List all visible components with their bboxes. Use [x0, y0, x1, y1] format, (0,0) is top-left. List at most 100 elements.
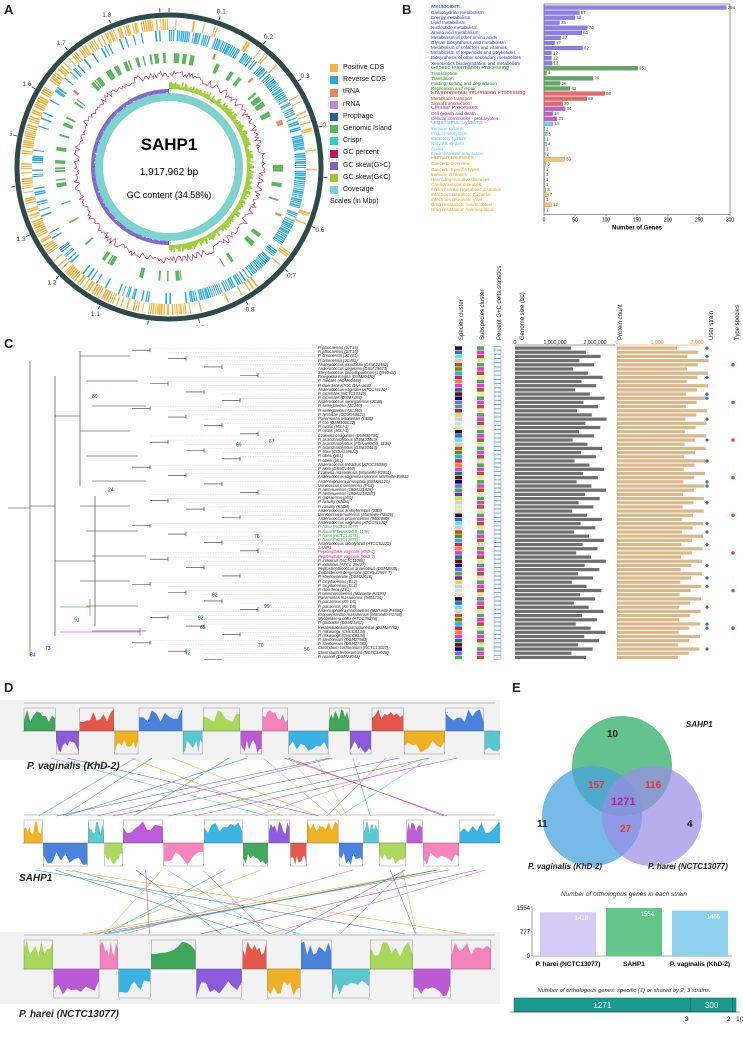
- genomic-island-feature: [123, 61, 131, 72]
- species-cluster-cell: [455, 634, 462, 639]
- gc-skew-bar: [109, 214, 114, 219]
- kegg-bar: [543, 25, 588, 30]
- subspecies-cluster-cell: [477, 626, 484, 630]
- synteny-block-frame: [202, 707, 240, 732]
- gc-delta-cell: [493, 358, 502, 363]
- cds-feature: [282, 219, 294, 227]
- cds-feature: [280, 225, 291, 231]
- user-strain-marker: [705, 375, 709, 380]
- subspecies-cluster-cell: [477, 400, 484, 405]
- gc-skew-bar: [244, 184, 252, 188]
- gc-delta-cell: [493, 509, 502, 514]
- species-label: Anaerococcus ambiyfernicus (SB3): [318, 508, 382, 513]
- kegg-bar-value: 3: [547, 162, 550, 167]
- cds-feature: [269, 84, 280, 93]
- cds-feature: [97, 287, 105, 298]
- cds-feature: [294, 156, 306, 159]
- gc-skew-bar: [126, 228, 131, 234]
- subspecies-cluster-cell: [477, 534, 484, 538]
- kegg-bar-value: 61: [583, 30, 588, 35]
- kegg-level1-label: Human Diseases: [431, 156, 474, 162]
- cds-feature: [34, 103, 46, 110]
- species-label: Parvimonas massiliensis (9401234): [318, 596, 383, 601]
- cds-feature: [93, 284, 101, 296]
- genome-size-bar: [515, 384, 597, 388]
- type-species-marker: [731, 551, 735, 555]
- cds-feature: [54, 90, 65, 98]
- gc-skew-bar: [97, 135, 103, 139]
- synteny-block-frame: [423, 842, 459, 867]
- subspecies-cluster-cell: [477, 396, 484, 401]
- gc-skew-bar: [166, 89, 168, 93]
- bootstrap-value: 76: [258, 643, 264, 649]
- genomic-island-feature: [96, 77, 105, 88]
- synteny-block: [242, 941, 267, 969]
- cds-feature: [227, 277, 234, 289]
- legend-label: GC skew(G>C): [343, 161, 391, 169]
- synteny-block: [268, 821, 290, 843]
- subspecies-cluster-cell: [477, 471, 484, 476]
- cds-feature: [117, 283, 123, 295]
- genome-size-bar: [515, 363, 595, 367]
- cds-feature: [249, 61, 258, 71]
- cds-feature: [105, 290, 112, 302]
- protein-count-bar: [617, 392, 687, 396]
- gc-delta-cell: [493, 592, 502, 597]
- gc-skew-bar: [106, 211, 111, 216]
- kegg-bar: [543, 202, 552, 207]
- subspecies-cluster-cell: [477, 475, 484, 480]
- bootstrap-value: 92: [198, 616, 204, 622]
- synteny-block-frame: [370, 939, 413, 970]
- cds-feature: [257, 69, 266, 78]
- gc-delta-cell: [493, 596, 502, 601]
- genome-size-bar: [515, 559, 606, 563]
- cds-feature: [116, 27, 123, 39]
- user-strain-marker: [705, 346, 709, 351]
- species-label: Anaerococcus tetradius (ATCC35098): [318, 462, 387, 467]
- gc-skew-bar: [152, 239, 155, 244]
- kegg-bar: [543, 101, 563, 106]
- protein-count-bar: [617, 534, 703, 538]
- subspecies-cluster-cell: [477, 346, 484, 350]
- genomic-island-feature: [254, 101, 265, 110]
- gc-skew-bar: [224, 107, 230, 113]
- synteny-link: [133, 757, 230, 817]
- gc-skew-bar: [100, 202, 104, 205]
- cds-feature: [228, 46, 236, 57]
- gc-skew-bar: [113, 110, 118, 115]
- gc-skew-bar: [132, 232, 136, 237]
- protein-count-bar: [617, 425, 696, 430]
- user-strain-marker: [705, 621, 709, 626]
- venn-label-vaginalis: P. vaginalis (KhD-2): [528, 862, 603, 871]
- species-cluster-cell: [455, 546, 462, 551]
- kegg-level2-label: Cancers: Overview: [431, 161, 470, 167]
- synteny-block-frame: [290, 842, 307, 867]
- kegg-bar-value: 70: [589, 25, 594, 30]
- cds-feature: [215, 39, 221, 51]
- gc-skew-bar: [229, 113, 237, 119]
- protein-count-bar: [617, 576, 691, 580]
- subspecies-cluster-cell: [477, 567, 484, 572]
- gc-skew-bar: [94, 188, 100, 192]
- cds-feature: [35, 226, 47, 234]
- species-cluster-cell: [455, 513, 462, 518]
- genome-size-bar: [515, 350, 586, 354]
- protein-count-bar: [617, 522, 704, 526]
- protein-count-bar: [617, 580, 681, 584]
- legend-item: Crispr: [330, 135, 392, 147]
- protein-count-bar: [617, 346, 677, 350]
- genomic-island-feature: [225, 252, 234, 263]
- cds-feature: [166, 19, 169, 31]
- gc-skew-bar: [177, 84, 180, 90]
- synteny-block-frame: [413, 968, 451, 999]
- venn-label-sahp1: SAHP1: [686, 720, 713, 729]
- gc-delta-cell: [493, 621, 502, 626]
- legend-item: Genomic Island: [330, 123, 392, 135]
- gc-skew-bar: [226, 111, 233, 116]
- species-label: P. ivorii (DSM21460): [318, 466, 356, 471]
- cds-feature: [24, 197, 36, 203]
- gc-delta-cell: [493, 500, 502, 505]
- gc-skew-bar: [91, 153, 96, 156]
- species-cluster-cell: [455, 367, 462, 371]
- gc-skew-bar: [219, 104, 223, 109]
